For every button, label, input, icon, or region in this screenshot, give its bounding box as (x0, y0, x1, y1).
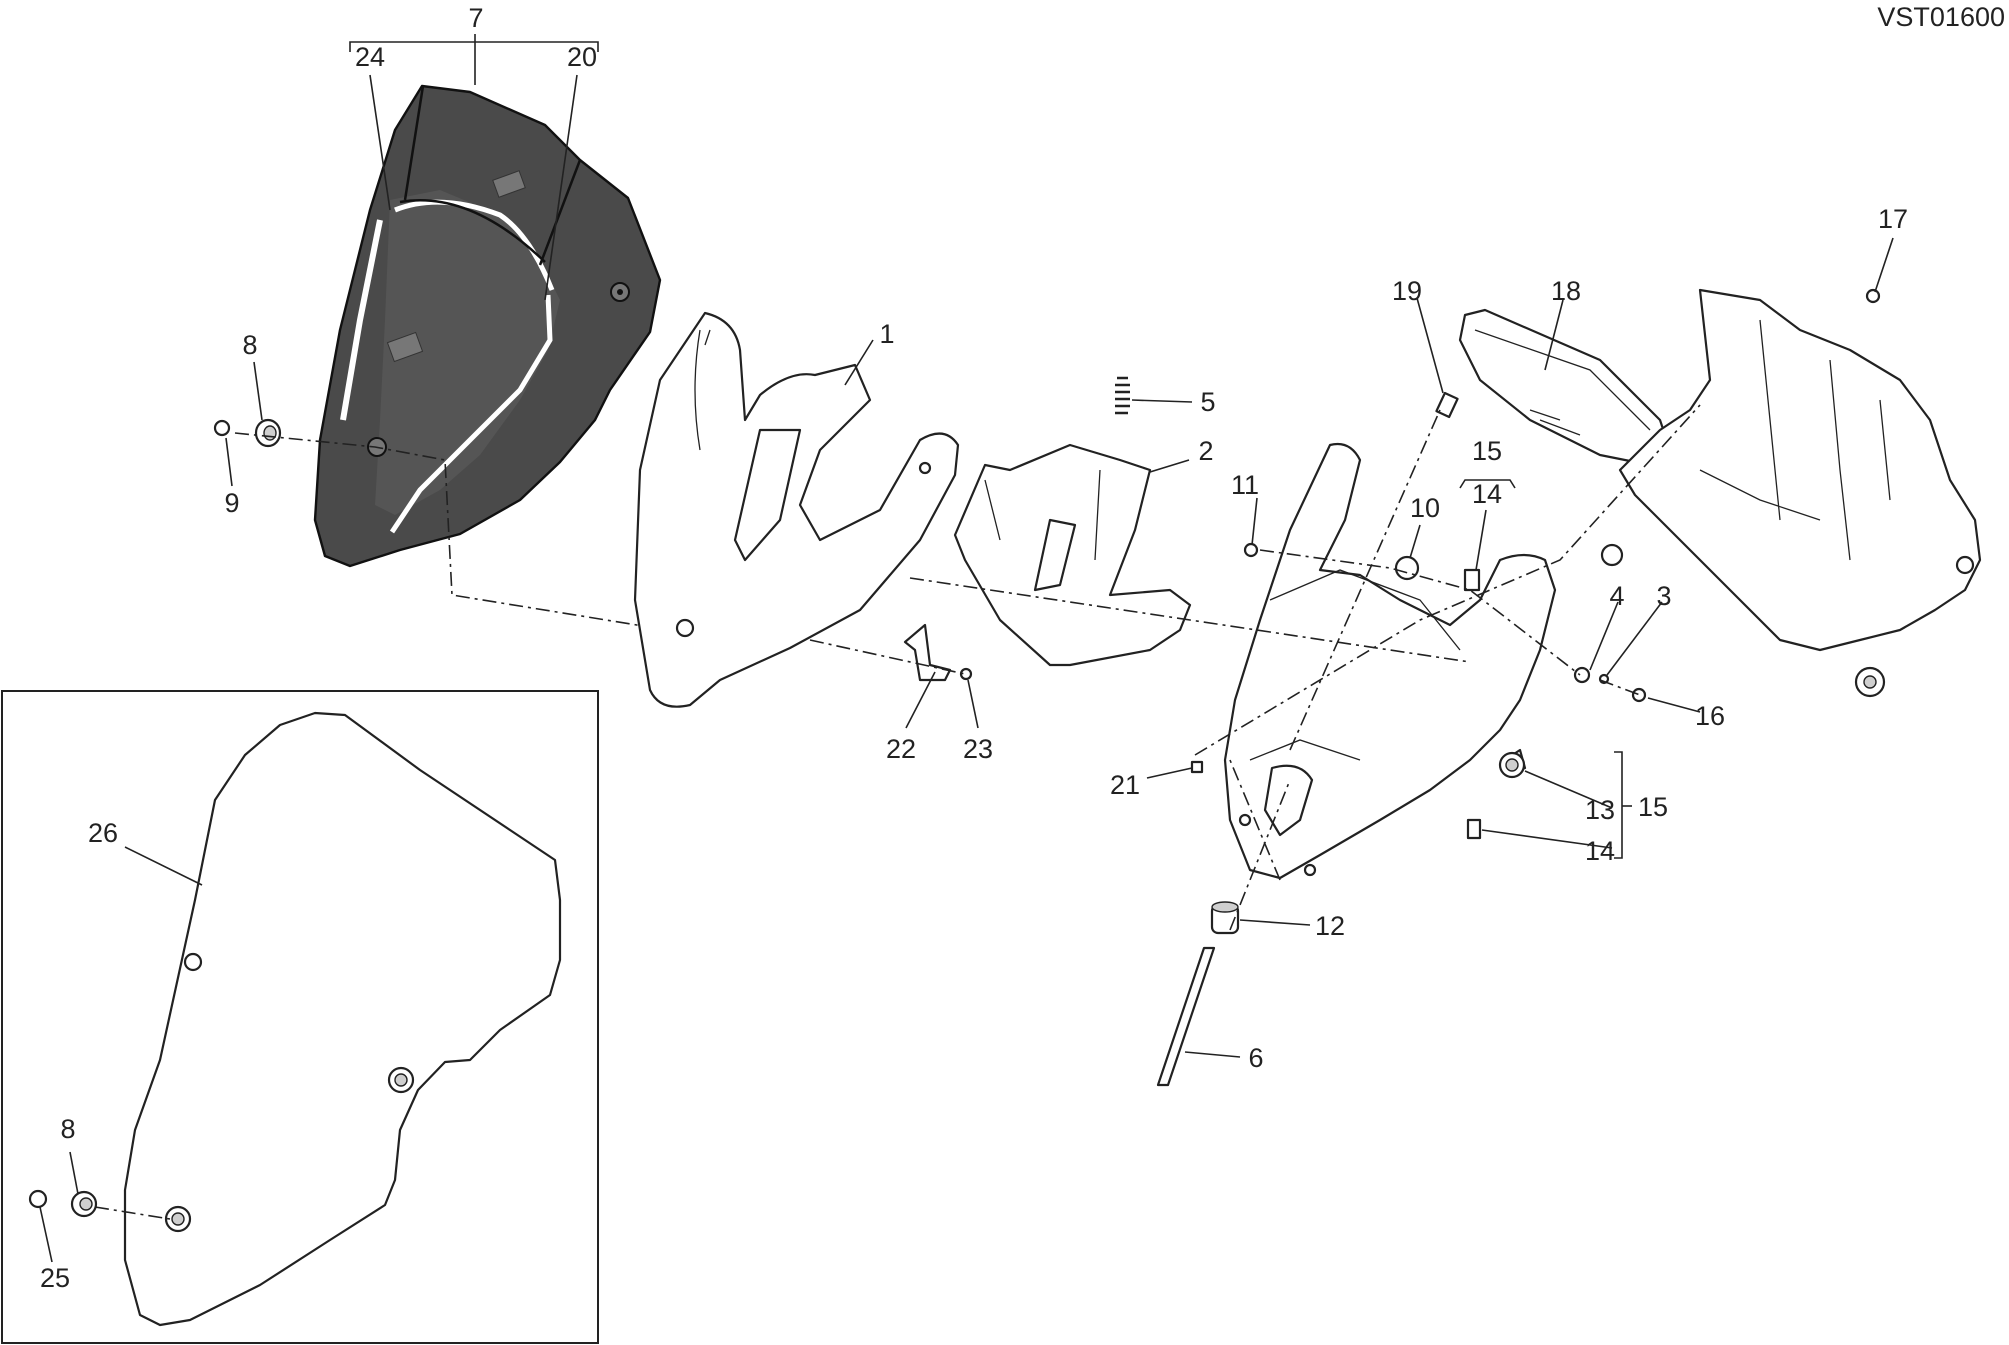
callout-10: 10 (1410, 493, 1440, 523)
callout-20: 20 (567, 42, 597, 72)
bushing-part-12 (1210, 901, 1240, 935)
callout-6: 6 (1248, 1043, 1263, 1073)
callout-21: 21 (1110, 770, 1140, 800)
callout-3: 3 (1656, 581, 1671, 611)
callout-1: 1 (879, 319, 894, 349)
callout-15-top: 15 (1472, 436, 1502, 466)
callout-17: 17 (1878, 204, 1908, 234)
callout-18: 18 (1551, 276, 1581, 306)
adjuster-knob-part-13 (1498, 751, 1526, 779)
clip-part-14-lower (1466, 818, 1482, 840)
screw-part-16 (1631, 687, 1647, 703)
fairing-panel-part-1 (633, 311, 960, 708)
screw-part-25 (28, 1189, 48, 1209)
callout-numbers: 7 24 20 8 9 1 5 2 22 23 19 18 17 11 10 1… (40, 3, 1908, 1293)
rod-part-6 (1156, 946, 1216, 1087)
inset-frame (1, 690, 599, 1344)
washer-part-11 (1243, 542, 1259, 558)
windscreen-part-26 (123, 711, 562, 1327)
callout-19: 19 (1392, 276, 1422, 306)
callout-14-top: 14 (1472, 479, 1502, 509)
screw-part-17 (1865, 288, 1881, 304)
screw-part-23 (959, 667, 973, 681)
clip-part-21 (1190, 760, 1204, 774)
grommet-part-8-inset (70, 1190, 98, 1218)
washer-part-4 (1573, 666, 1591, 684)
callout-9: 9 (224, 488, 239, 518)
callout-8: 8 (242, 330, 257, 360)
connector-part-19 (1435, 391, 1459, 419)
callout-2: 2 (1198, 436, 1213, 466)
callout-14-bottom: 14 (1585, 836, 1615, 866)
leader-lines (39, 237, 1894, 1263)
callout-11: 11 (1231, 470, 1259, 500)
callout-22: 22 (886, 734, 916, 764)
callout-26: 26 (88, 818, 118, 848)
screw-part-9 (213, 419, 231, 437)
callout-25: 25 (40, 1263, 70, 1293)
clip-part-14-upper (1463, 568, 1481, 592)
inner-cover-part-2 (953, 443, 1192, 667)
frame-bracket-part-17 (1600, 288, 1982, 698)
callout-5: 5 (1200, 387, 1215, 417)
callout-23: 23 (963, 734, 993, 764)
callout-24: 24 (355, 42, 385, 72)
callout-8-inset: 8 (60, 1114, 75, 1144)
callout-4: 4 (1609, 581, 1624, 611)
headlight-bracket-housing (1223, 442, 1557, 880)
bracket-part-22 (903, 623, 952, 682)
callout-7: 7 (468, 3, 483, 33)
callout-16: 16 (1695, 701, 1725, 731)
grommet-part-8 (254, 418, 282, 448)
drawing-code: VST01600 (1877, 2, 2005, 32)
bracket-7 (349, 41, 599, 52)
spring-part-5 (1115, 376, 1130, 415)
callout-15-side: 15 (1638, 792, 1668, 822)
callout-13: 13 (1585, 795, 1615, 825)
callout-12: 12 (1315, 911, 1345, 941)
windscreen-part-7 (313, 84, 662, 568)
plug-part-10 (1394, 555, 1420, 581)
